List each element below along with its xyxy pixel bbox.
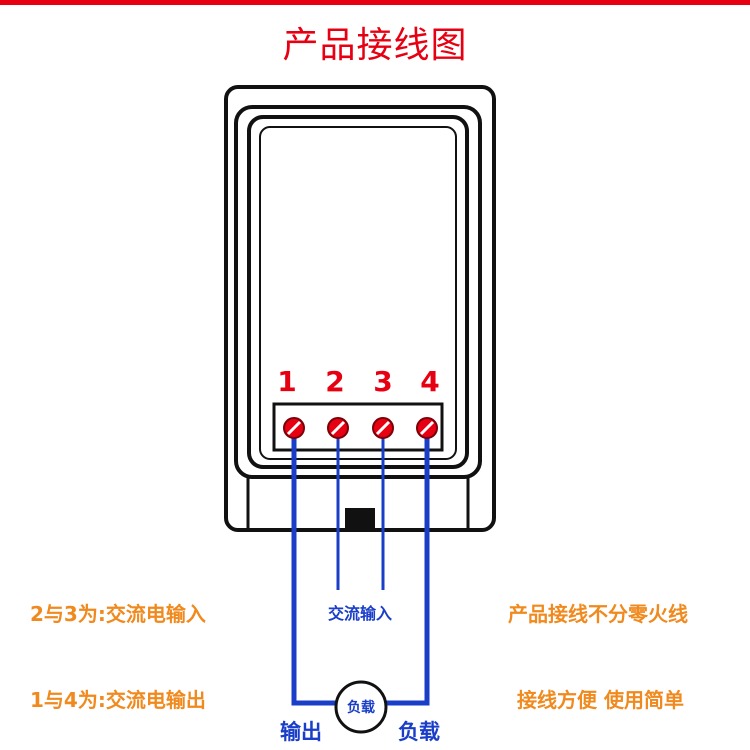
load-circle	[334, 680, 388, 734]
connector-notch	[345, 508, 375, 530]
top-red-bar	[0, 0, 750, 5]
note-ac-output: 1与4为:交流电输出	[30, 688, 206, 712]
terminal-screw-3	[372, 417, 394, 439]
note-no-polarity: 产品接线不分零火线	[508, 602, 688, 626]
terminal-number-4: 4	[420, 365, 439, 398]
terminal-screw-1	[283, 417, 305, 439]
load-circle-label: 负载	[347, 699, 375, 716]
load-label: 负载	[398, 720, 440, 744]
device-window	[259, 126, 457, 460]
wire-output-4	[386, 428, 430, 706]
ac-input-label: 交流输入	[327, 604, 392, 623]
wire-output-1	[291, 428, 336, 706]
wires	[291, 428, 430, 706]
terminal-number-3: 3	[373, 365, 392, 398]
note-easy-use: 接线方便 使用简单	[517, 688, 684, 712]
page-title: 产品接线图	[282, 25, 468, 66]
terminal-number-1: 1	[277, 365, 296, 398]
output-label: 输出	[280, 720, 322, 744]
terminal-screw-2	[327, 417, 349, 439]
terminal-screw-4	[416, 417, 438, 439]
terminal-number-2: 2	[325, 365, 344, 398]
note-ac-input: 2与3为:交流电输入	[30, 602, 206, 626]
